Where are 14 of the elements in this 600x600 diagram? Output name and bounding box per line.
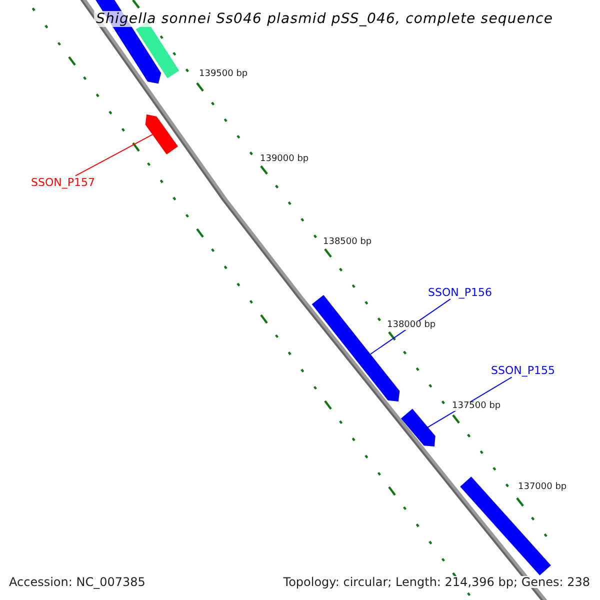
gene-block (145, 114, 178, 154)
gene-label: SSON_P156 (428, 287, 492, 298)
accession-text: Accession: NC_007385 (9, 576, 146, 588)
tick-label: 139000 bp (260, 155, 309, 164)
tick-label: 138000 bp (387, 321, 436, 330)
leader-line (74, 134, 153, 176)
tick-label: 138500 bp (323, 238, 372, 247)
tick-label: 139500 bp (199, 70, 248, 79)
gene-block (400, 408, 436, 447)
gene-label: SSON_P157 (31, 177, 95, 188)
gene-block (460, 476, 551, 576)
tick-label: 137000 bp (518, 483, 567, 492)
gene-label: SSON_P155 (491, 365, 555, 376)
tick-label: 137500 bp (452, 402, 501, 411)
